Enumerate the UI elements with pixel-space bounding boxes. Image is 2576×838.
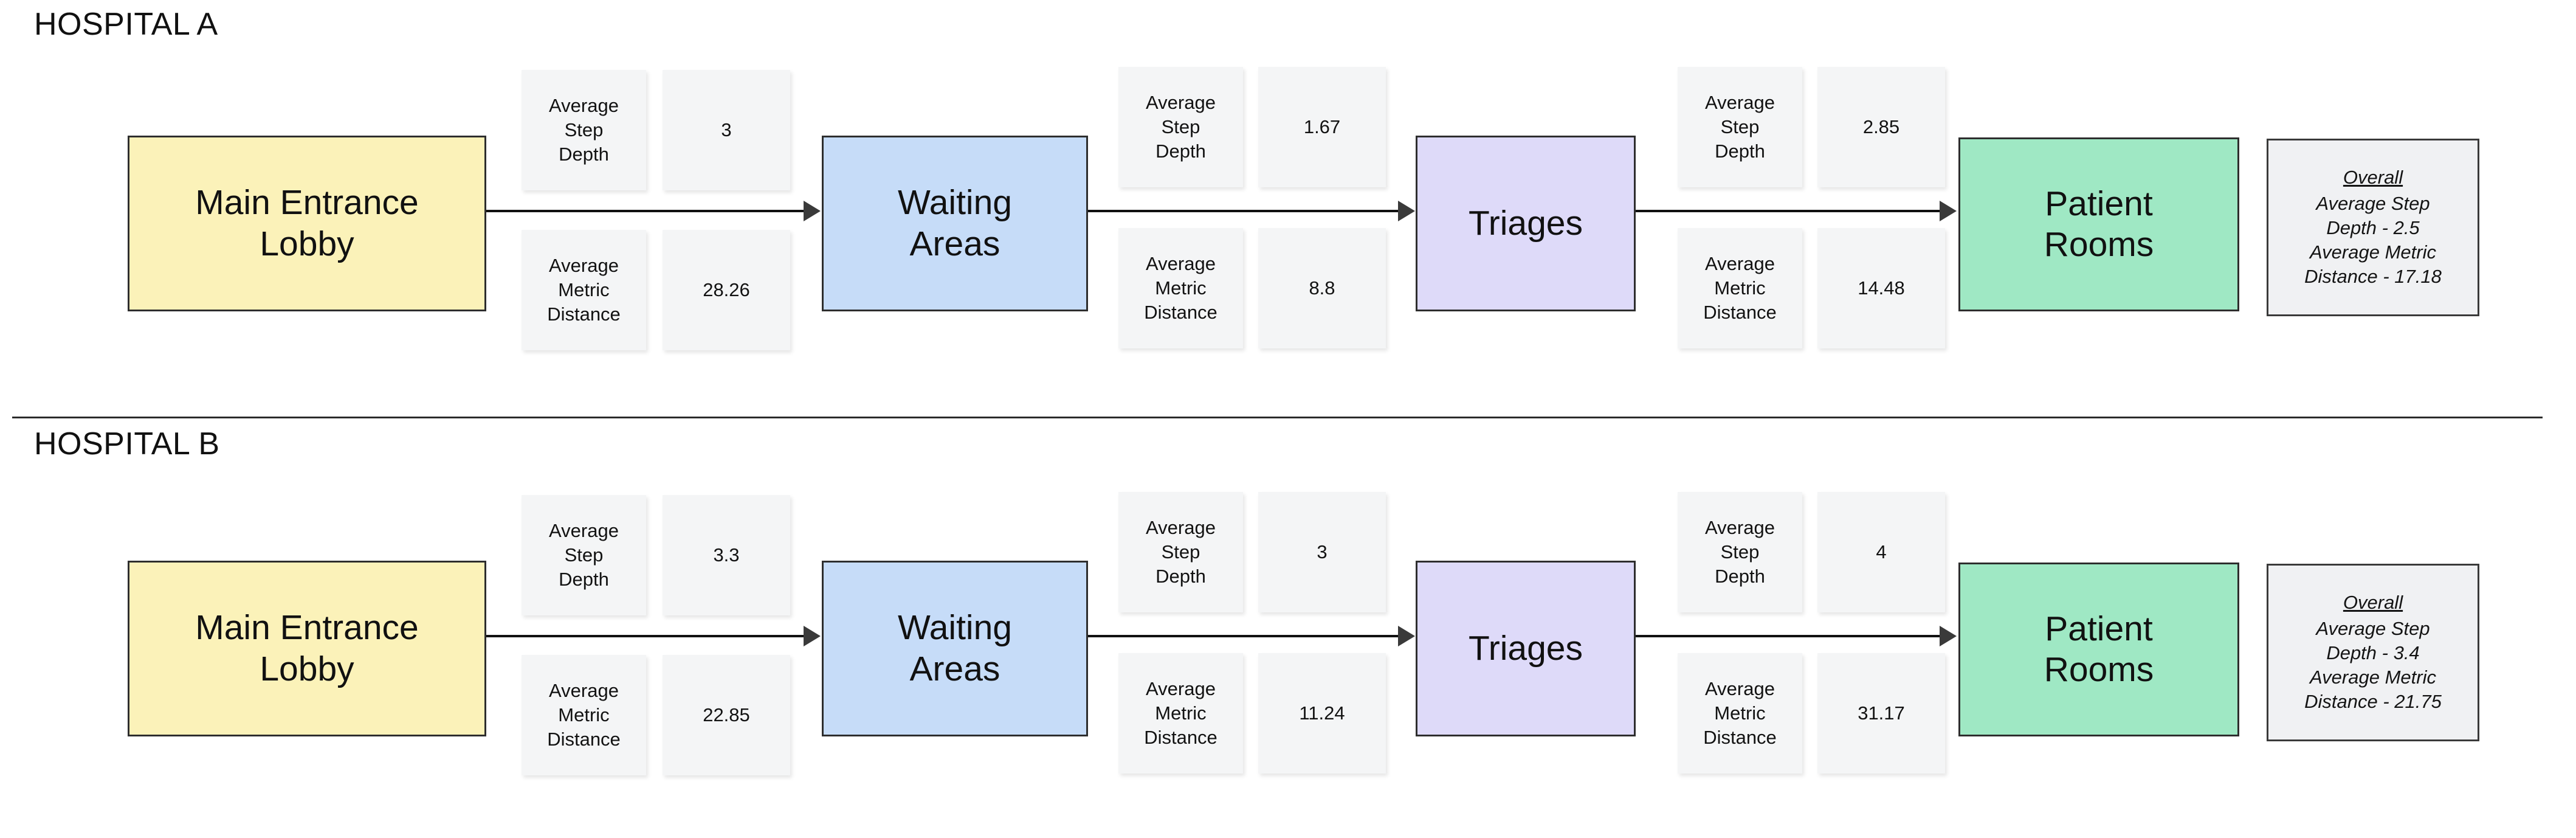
metric-value-text: 3 (721, 119, 732, 140)
node-label: Main Entrance Lobby (195, 608, 419, 688)
connector-line-b-1 (486, 635, 804, 637)
metric-label-text: Average Step Depth (1146, 91, 1216, 162)
node-label: Main Entrance Lobby (195, 183, 419, 263)
metric-value-step-depth-a-2: 1.67 (1258, 67, 1386, 187)
connector-arrowhead-b-3 (1940, 626, 1957, 646)
node-label: Waiting Areas (898, 608, 1012, 688)
overall-metric-distance-line-1: Average Metric (2310, 241, 2436, 263)
connector-line-a-3 (1636, 210, 1940, 212)
metric-label-text: Average Step Depth (549, 519, 619, 590)
metric-label-step-depth-b-3: Average Step Depth (1678, 492, 1802, 612)
metric-label-text: Average Step Depth (1705, 516, 1775, 587)
metric-label-metric-distance-b-2: Average Metric Distance (1118, 653, 1243, 774)
metric-label-text: Average Step Depth (1705, 91, 1775, 162)
hospital-a-title: HOSPITAL A (34, 7, 218, 42)
metric-label-text: Average Step Depth (549, 94, 619, 165)
connector-line-b-3 (1636, 635, 1940, 637)
metric-label-step-depth-b-1: Average Step Depth (522, 495, 646, 615)
overall-step-depth-line-1: Average Step (2316, 617, 2430, 639)
overall-metric-distance-line-2: Distance - 17.18 (2304, 266, 2442, 288)
metric-label-text: Average Metric Distance (547, 254, 621, 325)
overall-heading: Overall (2343, 592, 2403, 614)
metric-value-text: 31.17 (1858, 702, 1905, 724)
node-label: Patient Rooms (2044, 184, 2154, 264)
metric-value-text: 22.85 (703, 704, 750, 725)
metric-value-text: 4 (1876, 541, 1887, 563)
metric-label-text: Average Metric Distance (1144, 677, 1217, 749)
node-label: Triages (1469, 628, 1583, 668)
section-divider (12, 417, 2543, 418)
metric-value-text: 1.67 (1303, 116, 1341, 137)
connector-line-a-1 (486, 210, 804, 212)
overall-summary-b: Overall Average Step Depth - 3.4 Average… (2267, 564, 2479, 741)
connector-arrowhead-a-2 (1398, 201, 1415, 221)
metric-value-text: 3 (1317, 541, 1328, 563)
metric-value-step-depth-a-3: 2.85 (1817, 67, 1945, 187)
metric-value-step-depth-b-1: 3.3 (663, 495, 790, 615)
metric-value-step-depth-a-1: 3 (663, 70, 790, 190)
metric-label-step-depth-b-2: Average Step Depth (1118, 492, 1243, 612)
overall-step-depth-line-2: Depth - 2.5 (2326, 216, 2420, 238)
overall-metric-distance-line-2: Distance - 21.75 (2304, 691, 2442, 713)
connector-line-b-2 (1088, 635, 1398, 637)
overall-summary-a: Overall Average Step Depth - 2.5 Average… (2267, 139, 2479, 316)
metric-value-text: 8.8 (1309, 277, 1335, 299)
metric-value-metric-distance-a-2: 8.8 (1258, 228, 1386, 348)
metric-value-metric-distance-b-3: 31.17 (1817, 653, 1945, 774)
metric-value-step-depth-b-3: 4 (1817, 492, 1945, 612)
metric-label-text: Average Metric Distance (1703, 252, 1777, 324)
metric-value-metric-distance-b-2: 11.24 (1258, 653, 1386, 774)
metric-value-metric-distance-a-3: 14.48 (1817, 228, 1945, 348)
metric-value-metric-distance-b-1: 22.85 (663, 655, 790, 775)
metric-label-metric-distance-b-1: Average Metric Distance (522, 655, 646, 775)
hospital-b-title: HOSPITAL B (34, 426, 220, 462)
connector-arrowhead-b-1 (804, 626, 821, 646)
metric-label-text: Average Metric Distance (547, 679, 621, 750)
metric-value-text: 2.85 (1862, 116, 1900, 137)
node-main-entrance-lobby-b[interactable]: Main Entrance Lobby (128, 561, 486, 736)
node-patient-rooms-a[interactable]: Patient Rooms (1958, 137, 2239, 311)
metric-label-metric-distance-b-3: Average Metric Distance (1678, 653, 1802, 774)
metric-label-step-depth-a-2: Average Step Depth (1118, 67, 1243, 187)
node-main-entrance-lobby-a[interactable]: Main Entrance Lobby (128, 136, 486, 311)
connector-line-a-2 (1088, 210, 1398, 212)
metric-label-metric-distance-a-2: Average Metric Distance (1118, 228, 1243, 348)
connector-arrowhead-a-1 (804, 201, 821, 221)
node-triages-a[interactable]: Triages (1416, 136, 1636, 311)
overall-step-depth-line-2: Depth - 3.4 (2326, 642, 2420, 663)
node-label: Patient Rooms (2044, 609, 2154, 689)
metric-value-text: 3.3 (713, 544, 740, 566)
metric-label-step-depth-a-3: Average Step Depth (1678, 67, 1802, 187)
overall-metric-distance-line-1: Average Metric (2310, 667, 2436, 688)
metric-label-metric-distance-a-1: Average Metric Distance (522, 230, 646, 350)
metric-value-text: 28.26 (703, 279, 750, 300)
node-patient-rooms-b[interactable]: Patient Rooms (1958, 563, 2239, 736)
metric-label-text: Average Step Depth (1146, 516, 1216, 587)
metric-label-text: Average Metric Distance (1703, 677, 1777, 749)
metric-value-step-depth-b-2: 3 (1258, 492, 1386, 612)
overall-heading: Overall (2343, 167, 2403, 189)
hospital-b-section: HOSPITAL B Main Entrance Lobby Average S… (0, 417, 2576, 838)
node-waiting-areas-b[interactable]: Waiting Areas (822, 561, 1088, 736)
metric-value-metric-distance-a-1: 28.26 (663, 230, 790, 350)
metric-label-step-depth-a-1: Average Step Depth (522, 70, 646, 190)
metric-value-text: 11.24 (1299, 702, 1345, 724)
metric-value-text: 14.48 (1858, 277, 1905, 299)
node-triages-b[interactable]: Triages (1416, 561, 1636, 736)
metric-label-metric-distance-a-3: Average Metric Distance (1678, 228, 1802, 348)
hospital-a-section: HOSPITAL A Main Entrance Lobby Average S… (0, 0, 2576, 417)
overall-step-depth-line-1: Average Step (2316, 192, 2430, 214)
node-label: Triages (1469, 203, 1583, 243)
metric-label-text: Average Metric Distance (1144, 252, 1217, 324)
connector-arrowhead-b-2 (1398, 626, 1415, 646)
node-label: Waiting Areas (898, 183, 1012, 263)
connector-arrowhead-a-3 (1940, 201, 1957, 221)
node-waiting-areas-a[interactable]: Waiting Areas (822, 136, 1088, 311)
